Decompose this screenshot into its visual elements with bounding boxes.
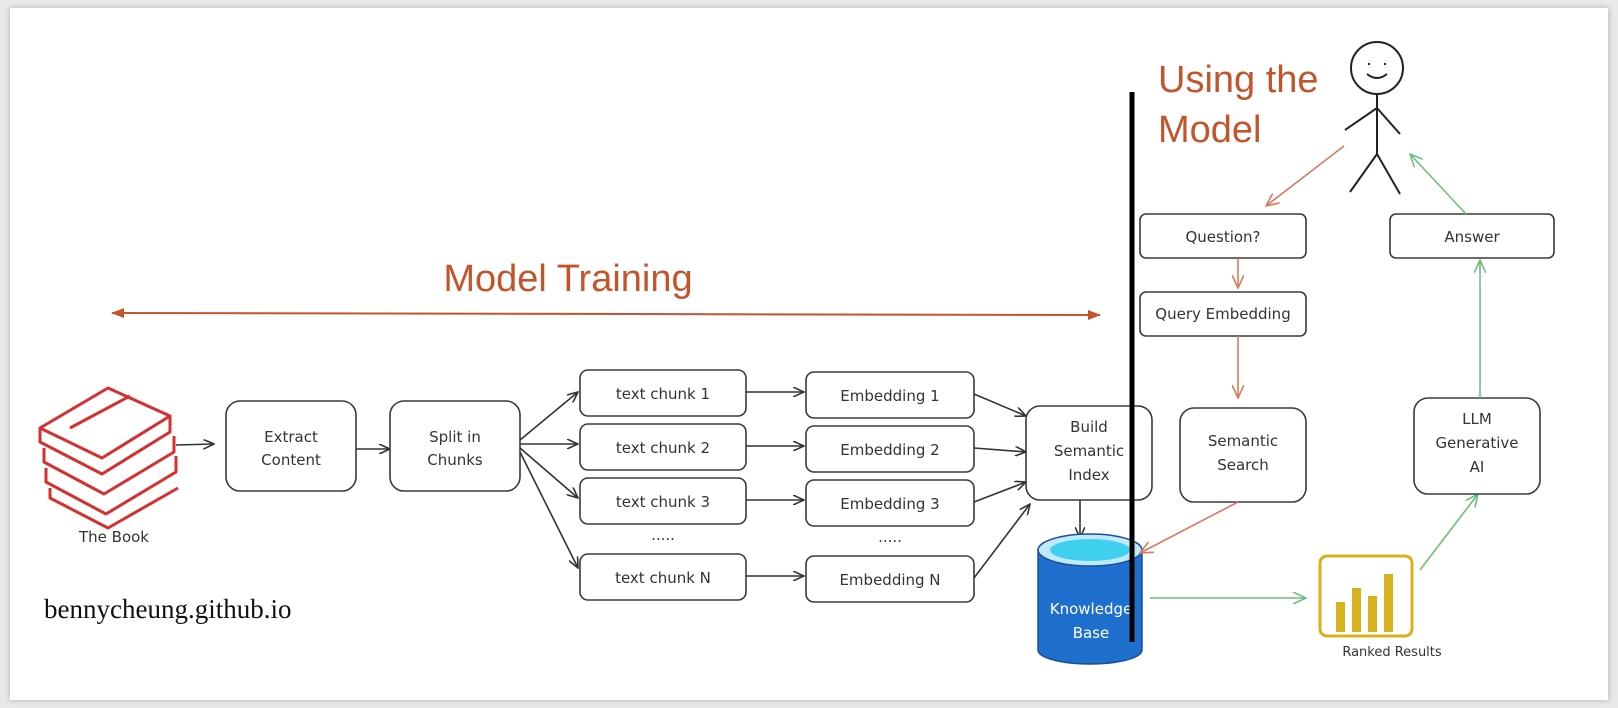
text-chunk-2-box <box>579 423 747 471</box>
search-label-line1: Semantic <box>1208 432 1278 450</box>
llm-generative-ai-box <box>1413 397 1541 495</box>
stick-figure-icon <box>1344 41 1404 195</box>
index-label-line2: Semantic <box>1054 442 1124 460</box>
embedding-2-box <box>805 425 975 473</box>
embedding-ellipsis: ..... <box>878 528 902 546</box>
extract-content-box <box>225 400 357 492</box>
using-model-title-line2: Model <box>1158 109 1262 151</box>
split-label-line1: Split in <box>429 428 481 446</box>
bar-chart-icon <box>1318 554 1414 638</box>
arrow-split-chunk1 <box>519 392 578 441</box>
text-chunk-3-box <box>579 477 747 525</box>
text-chunk-1-label: text chunk 1 <box>616 385 710 403</box>
text-chunk-2-label: text chunk 2 <box>616 439 710 457</box>
build-semantic-index-box <box>1025 405 1153 501</box>
index-label-line3: Index <box>1068 466 1109 484</box>
llm-label-line2: Generative <box>1435 434 1518 452</box>
knowledge-base-label-line2: Base <box>1073 624 1110 642</box>
embedding-2-label: Embedding 2 <box>840 441 939 459</box>
embedding-3-label: Embedding 3 <box>840 495 939 513</box>
query-embedding-label: Query Embedding <box>1155 305 1290 323</box>
text-chunk-ellipsis: ..... <box>651 526 675 544</box>
extract-label-line2: Content <box>261 451 321 469</box>
text-chunk-1-box <box>579 369 747 417</box>
arrow-ranked-llm <box>1419 494 1478 571</box>
ranked-results-label: Ranked Results <box>1342 645 1442 660</box>
search-label-line2: Search <box>1217 456 1269 474</box>
text-chunk-n-label: text chunk N <box>615 569 711 587</box>
arrow-emb1-index <box>973 393 1026 416</box>
rag-diagram: Model Training Using the Model The Book … <box>38 41 1555 665</box>
arrow-emb2-index <box>973 448 1026 452</box>
embedding-n-label: Embedding N <box>839 571 940 589</box>
arrow-search-kb <box>1140 501 1239 553</box>
arrow-embN-index <box>973 504 1030 579</box>
text-chunk-n-box <box>579 553 747 601</box>
extract-label-line1: Extract <box>264 428 318 446</box>
embedding-1-box <box>805 371 975 419</box>
arrow-book-extract <box>175 444 214 445</box>
model-training-title: Model Training <box>443 258 692 300</box>
book-label: The Book <box>78 528 149 546</box>
question-box <box>1139 213 1307 259</box>
answer-label: Answer <box>1444 228 1500 246</box>
diagram-frame: Model Training Using the Model The Book … <box>10 8 1608 700</box>
arrow-split-chunk3 <box>519 447 578 498</box>
embedding-1-label: Embedding 1 <box>840 387 939 405</box>
using-model-title-line1: Using the <box>1158 59 1319 101</box>
semantic-search-box <box>1179 407 1307 503</box>
knowledge-base-label-line1: Knowledge <box>1050 600 1132 618</box>
arrow-answer-user <box>1410 154 1467 215</box>
embedding-3-box <box>805 479 975 527</box>
index-label-line1: Build <box>1070 418 1108 436</box>
site-watermark: bennycheung.github.io <box>44 594 291 624</box>
answer-box <box>1389 213 1555 259</box>
query-embedding-box <box>1139 291 1307 337</box>
training-span-arrow <box>111 308 1101 320</box>
split-label-line2: Chunks <box>427 451 483 469</box>
arrow-user-question <box>1266 145 1345 206</box>
text-chunk-3-label: text chunk 3 <box>616 493 710 511</box>
database-icon <box>1037 533 1143 665</box>
arrow-split-chunkN <box>519 451 578 568</box>
embedding-n-box <box>805 555 975 603</box>
book-stack-icon <box>38 386 179 530</box>
arrow-emb3-index <box>973 482 1026 503</box>
llm-label-line3: AI <box>1470 458 1485 476</box>
split-chunks-box <box>389 400 521 492</box>
question-label: Question? <box>1185 228 1260 246</box>
llm-label-line1: LLM <box>1462 410 1492 428</box>
